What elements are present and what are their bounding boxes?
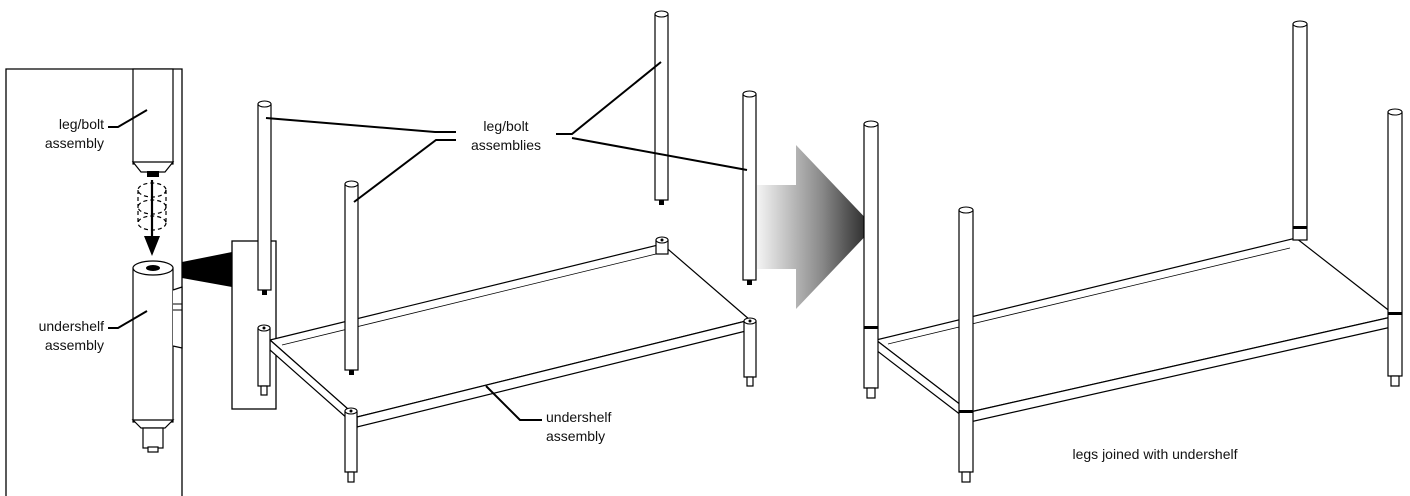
assembled-leg-front-right [1387, 108, 1403, 387]
detail-shelf-rail [172, 286, 183, 349]
legs-leader-4 [571, 137, 748, 171]
legs-label-line1: leg/bolt [483, 118, 528, 134]
exploded-post-front-left [344, 407, 358, 483]
detail-undershelf-post [131, 260, 183, 453]
detail-foot-tip [147, 446, 159, 453]
exploded-leg-2 [344, 180, 359, 375]
legs-leader-1 [265, 117, 456, 133]
detail-post-tube [132, 267, 174, 423]
legs-leader-3 [556, 61, 662, 135]
exploded-shelf-back-lip [281, 253, 657, 346]
detail-leg-label-line1: leg/bolt [59, 116, 104, 132]
transition-arrow-icon [757, 145, 874, 309]
detail-leg-taper [131, 161, 175, 173]
detail-leg-tube [132, 68, 174, 165]
detail-inset: leg/bolt assembly undershelf assembly [5, 68, 183, 496]
detail-leg-bolt [131, 68, 175, 177]
legs-leader-2 [353, 139, 456, 203]
detail-bolt-tip [147, 171, 159, 177]
exploded-post-back-left [257, 324, 271, 396]
exploded-view: leg/bolt assemblies undershelf assembly [231, 10, 757, 483]
detail-leg-leader [108, 109, 148, 128]
assembled-shelf-top [874, 237, 1398, 413]
detail-frame [5, 68, 183, 496]
assembled-leg-back-right [1292, 20, 1308, 241]
detail-shelf-label-line2: assembly [45, 337, 104, 353]
detail-post-hole [146, 265, 160, 271]
detail-insert-arrow [144, 180, 160, 256]
undershelf-label-line2: assembly [546, 428, 605, 444]
detail-shelf-leader [108, 310, 148, 329]
assembled-leg-back-left [863, 120, 879, 399]
assembled-caption: legs joined with undershelf [1073, 446, 1238, 462]
undershelf-leader [485, 385, 542, 421]
assembled-view: legs joined with undershelf [863, 20, 1403, 483]
detail-foot [142, 427, 164, 449]
exploded-post-front-right [743, 317, 757, 387]
assembled-leg-front-left [958, 206, 974, 483]
exploded-leg-3 [654, 10, 669, 205]
exploded-post-back-right [655, 236, 669, 255]
detail-pointer [182, 252, 232, 287]
detail-post-taper [131, 419, 175, 429]
callout-box [231, 240, 277, 410]
exploded-leg-4 [742, 90, 757, 285]
legs-label-line2: assemblies [471, 137, 541, 153]
assembled-shelf-back-lip [887, 247, 1291, 345]
exploded-leg-1 [257, 100, 272, 295]
detail-shelf-label-line1: undershelf [39, 318, 104, 334]
undershelf-label-line1: undershelf [546, 409, 611, 425]
detail-leg-label-line2: assembly [45, 135, 104, 151]
